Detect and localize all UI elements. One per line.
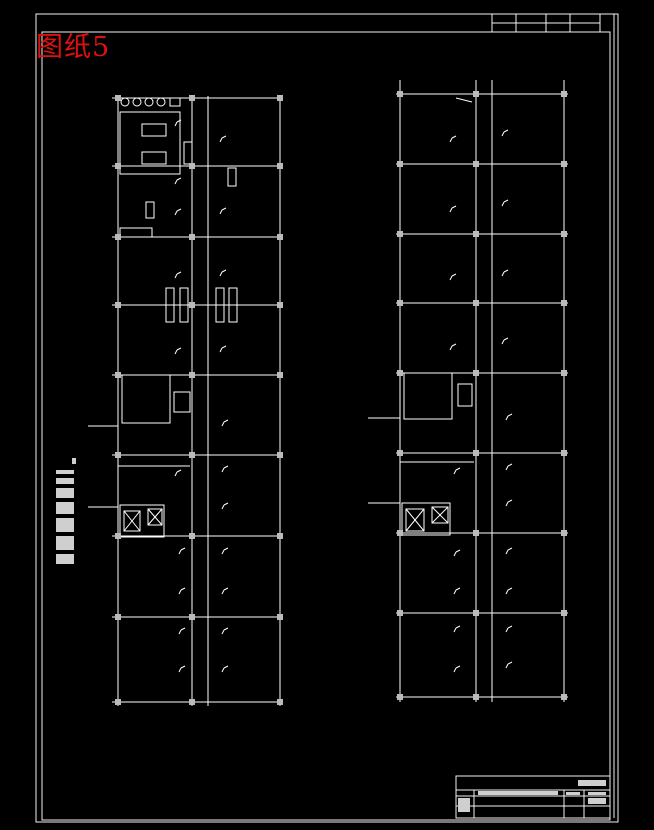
title-block-marks: [458, 780, 606, 812]
right-plan-columns: [397, 91, 567, 700]
sheet-label: 图纸5: [36, 32, 111, 63]
title-block: [455, 775, 611, 819]
sheet-border: [35, 13, 619, 823]
floor-plan-right: [368, 80, 568, 702]
side-legend: [56, 458, 76, 564]
room-marks: [174, 119, 513, 673]
left-plan-columns: [115, 95, 283, 705]
floor-plan-left: [88, 96, 282, 706]
